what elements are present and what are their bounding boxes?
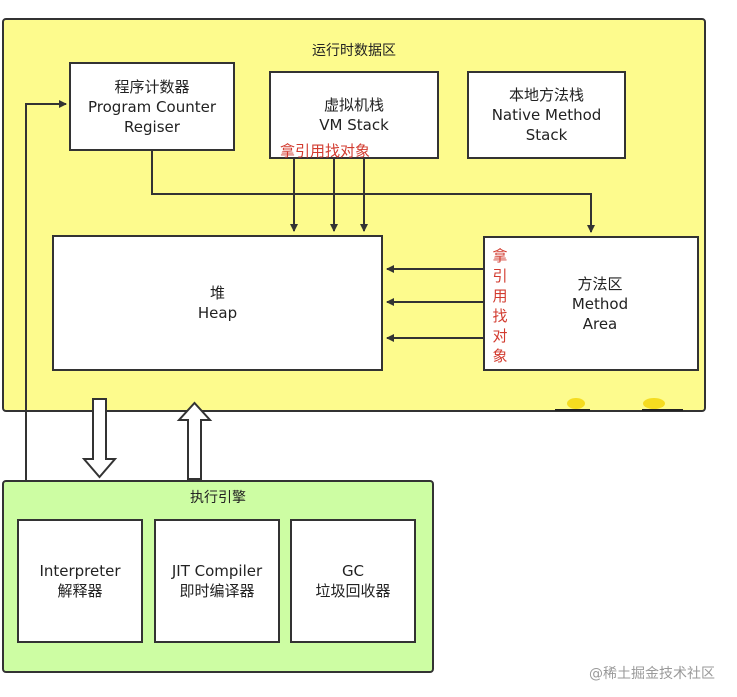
pc-label-en: Program Counter — [88, 97, 216, 116]
pc-label-cn: 程序计数器 — [114, 77, 190, 96]
native-stack-label-en2: Stack — [525, 126, 568, 144]
hollow-up-arrow — [176, 401, 213, 480]
jit-label-en: JIT Compiler — [171, 562, 263, 580]
vm-stack-reference-note: 拿引用找对象 — [280, 142, 371, 160]
watermark: @稀土掘金技术社区 — [589, 666, 715, 682]
interpreter-box: Interpreter 解释器 — [17, 519, 143, 643]
heap-box: 堆 Heap — [52, 235, 383, 371]
method-area-note-char: 象 — [492, 347, 508, 365]
program-counter-box: 程序计数器 Program Counter Regiser — [69, 62, 235, 151]
vm-stack-box: 虚拟机栈 VM Stack — [269, 71, 439, 159]
gc-label-en: GC — [341, 562, 365, 580]
pc-label-en2: Regiser — [124, 117, 180, 136]
heap-label-cn: 堆 — [209, 284, 225, 302]
native-stack-label-cn: 本地方法栈 — [508, 86, 584, 104]
method-area-label-en: Method — [571, 294, 629, 313]
interpreter-label-en: Interpreter — [39, 562, 121, 580]
vm-stack-label-cn: 虚拟机栈 — [323, 96, 384, 114]
hollow-down-arrow — [81, 398, 118, 479]
jit-label-cn: 即时编译器 — [179, 582, 255, 600]
method-area-label-en2: Area — [582, 314, 618, 333]
native-stack-label-en: Native Method — [491, 106, 602, 124]
native-method-stack-box: 本地方法栈 Native Method Stack — [467, 71, 626, 159]
gc-label-cn: 垃圾回收器 — [315, 582, 391, 600]
method-area-note-char: 拿 — [492, 247, 508, 265]
highlight-blob — [643, 398, 665, 409]
heap-label-en: Heap — [197, 304, 238, 322]
method-area-reference-note: 拿 引 用 找 对 象 — [491, 246, 509, 366]
method-area-note-char: 用 — [492, 287, 508, 305]
gc-box: GC 垃圾回收器 — [290, 519, 416, 643]
engine-to-pc-connector — [25, 100, 67, 480]
execution-engine-title: 执行引擎 — [190, 490, 246, 506]
vm-stack-label-en: VM Stack — [319, 116, 389, 134]
interpreter-label-cn: 解释器 — [57, 582, 103, 600]
highlight-blob — [567, 398, 585, 409]
jit-compiler-box: JIT Compiler 即时编译器 — [154, 519, 280, 643]
method-area-note-char: 对 — [492, 327, 508, 345]
method-area-note-char: 引 — [492, 267, 508, 285]
method-area-label-cn: 方法区 — [577, 274, 623, 293]
method-area-box: 方法区 Method Area — [483, 236, 699, 371]
pc-to-method-area-connector — [151, 151, 595, 233]
method-area-note-char: 找 — [492, 307, 508, 325]
runtime-data-area-title: 运行时数据区 — [312, 43, 396, 59]
